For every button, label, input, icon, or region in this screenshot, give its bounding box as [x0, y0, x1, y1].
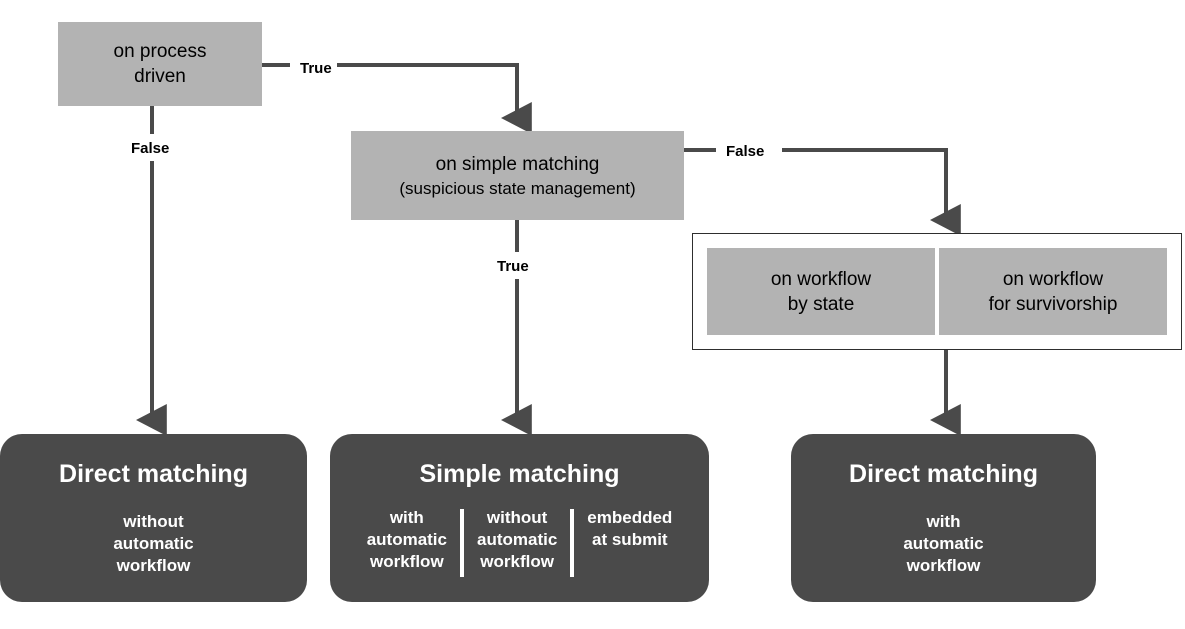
decision-line-main: on process: [113, 41, 207, 62]
workflow-option-line1: on workflow: [1002, 268, 1104, 290]
workflow-option-label: on workflow for survivorship: [989, 267, 1118, 317]
decision-on-simple-matching[interactable]: on simple matching (suspicious state man…: [351, 131, 684, 220]
decision-on-process-driven[interactable]: on process driven: [58, 22, 262, 106]
column-divider: [459, 509, 464, 577]
column-divider: [570, 509, 575, 577]
edge-simple-false-2: [782, 148, 961, 236]
workflow-option-label: on workflow by state: [771, 267, 871, 317]
workflow-option-line1: on workflow: [770, 268, 872, 290]
workflow-option-line2: by state: [787, 293, 855, 315]
workflow-option-by-state[interactable]: on workflow by state: [707, 248, 935, 335]
decision-line-main: on simple matching: [435, 153, 600, 175]
workflow-options-group: on workflow by state on workflow for survi…: [692, 233, 1182, 350]
outcome-title: Direct matching: [849, 460, 1038, 488]
edge-label-true-simple-matching: True: [492, 257, 534, 276]
decision-line-sub: (suspicious state management): [399, 178, 636, 198]
edge-label-true-process-driven: True: [295, 59, 337, 78]
outcome-title: Simple matching: [419, 460, 620, 488]
workflow-option-for-survivorship[interactable]: on workflow for survivorship: [939, 248, 1167, 335]
outcome-title: Direct matching: [59, 460, 248, 488]
edge-process-true-2: [335, 63, 532, 134]
workflow-option-line2: for survivorship: [988, 293, 1118, 315]
edge-label-false-simple-matching: False: [721, 142, 770, 161]
edge-label-false-process-driven: False: [126, 139, 175, 158]
decision-line-sub: driven: [134, 66, 186, 87]
